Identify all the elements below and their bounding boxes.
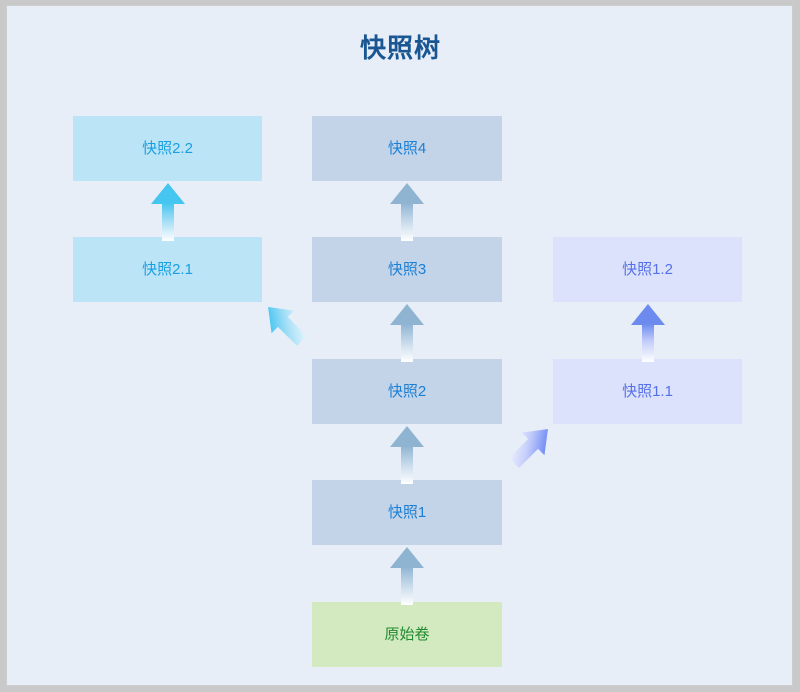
node-snapshot-2[interactable]: 快照2 [312, 359, 502, 424]
node-snapshot-2-1[interactable]: 快照2.1 [73, 237, 262, 302]
arrow-up-icon-origin-to-snapshot1 [390, 547, 424, 605]
node-label: 快照2.2 [142, 140, 193, 157]
node-label: 快照1.2 [622, 261, 673, 278]
arrow-head [390, 183, 424, 204]
node-label: 快照1.1 [622, 383, 673, 400]
node-original-volume[interactable]: 原始卷 [312, 602, 502, 667]
node-label: 快照4 [387, 140, 427, 157]
arrow-shaft [642, 324, 654, 362]
diagram-canvas: 快照树 快照2.2 快照2.1 快照4 快照3 快照2 快照1 原始卷 快照1.… [6, 5, 793, 686]
node-label: 原始卷 [384, 626, 430, 643]
node-label: 快照1 [387, 504, 427, 521]
arrow-shaft [401, 324, 413, 362]
arrow-head [390, 547, 424, 568]
node-snapshot-1-1[interactable]: 快照1.1 [553, 359, 742, 424]
arrow-shaft [401, 567, 413, 605]
node-label: 快照3 [387, 261, 427, 278]
arrow-up-icon-snapshot1-to-snapshot2 [390, 426, 424, 484]
arrow-head [631, 304, 665, 325]
node-snapshot-1-2[interactable]: 快照1.2 [553, 237, 742, 302]
node-label: 快照2.1 [142, 261, 193, 278]
arrow-head [151, 183, 185, 204]
node-snapshot-2-2[interactable]: 快照2.2 [73, 116, 262, 181]
arrow-head [390, 426, 424, 447]
node-label: 快照2 [387, 383, 427, 400]
arrow-shaft [401, 446, 413, 484]
page-title: 快照树 [359, 33, 441, 63]
arrow-up-icon-snapshot21-to-snapshot22 [151, 183, 185, 241]
arrow-head [390, 304, 424, 325]
arrow-up-icon-snapshot2-to-snapshot3 [390, 304, 424, 362]
arrow-shaft [162, 203, 174, 241]
node-snapshot-1[interactable]: 快照1 [312, 480, 502, 545]
arrow-up-icon-snapshot11-to-snapshot12 [631, 304, 665, 362]
node-snapshot-4[interactable]: 快照4 [312, 116, 502, 181]
arrow-up-right-icon-snapshot1-to-snapshot11 [501, 416, 561, 476]
arrow-up-left-icon-snapshot2-to-snapshot21 [255, 294, 315, 354]
arrow-up-icon-snapshot3-to-snapshot4 [390, 183, 424, 241]
node-snapshot-3[interactable]: 快照3 [312, 237, 502, 302]
arrow-shaft [401, 203, 413, 241]
